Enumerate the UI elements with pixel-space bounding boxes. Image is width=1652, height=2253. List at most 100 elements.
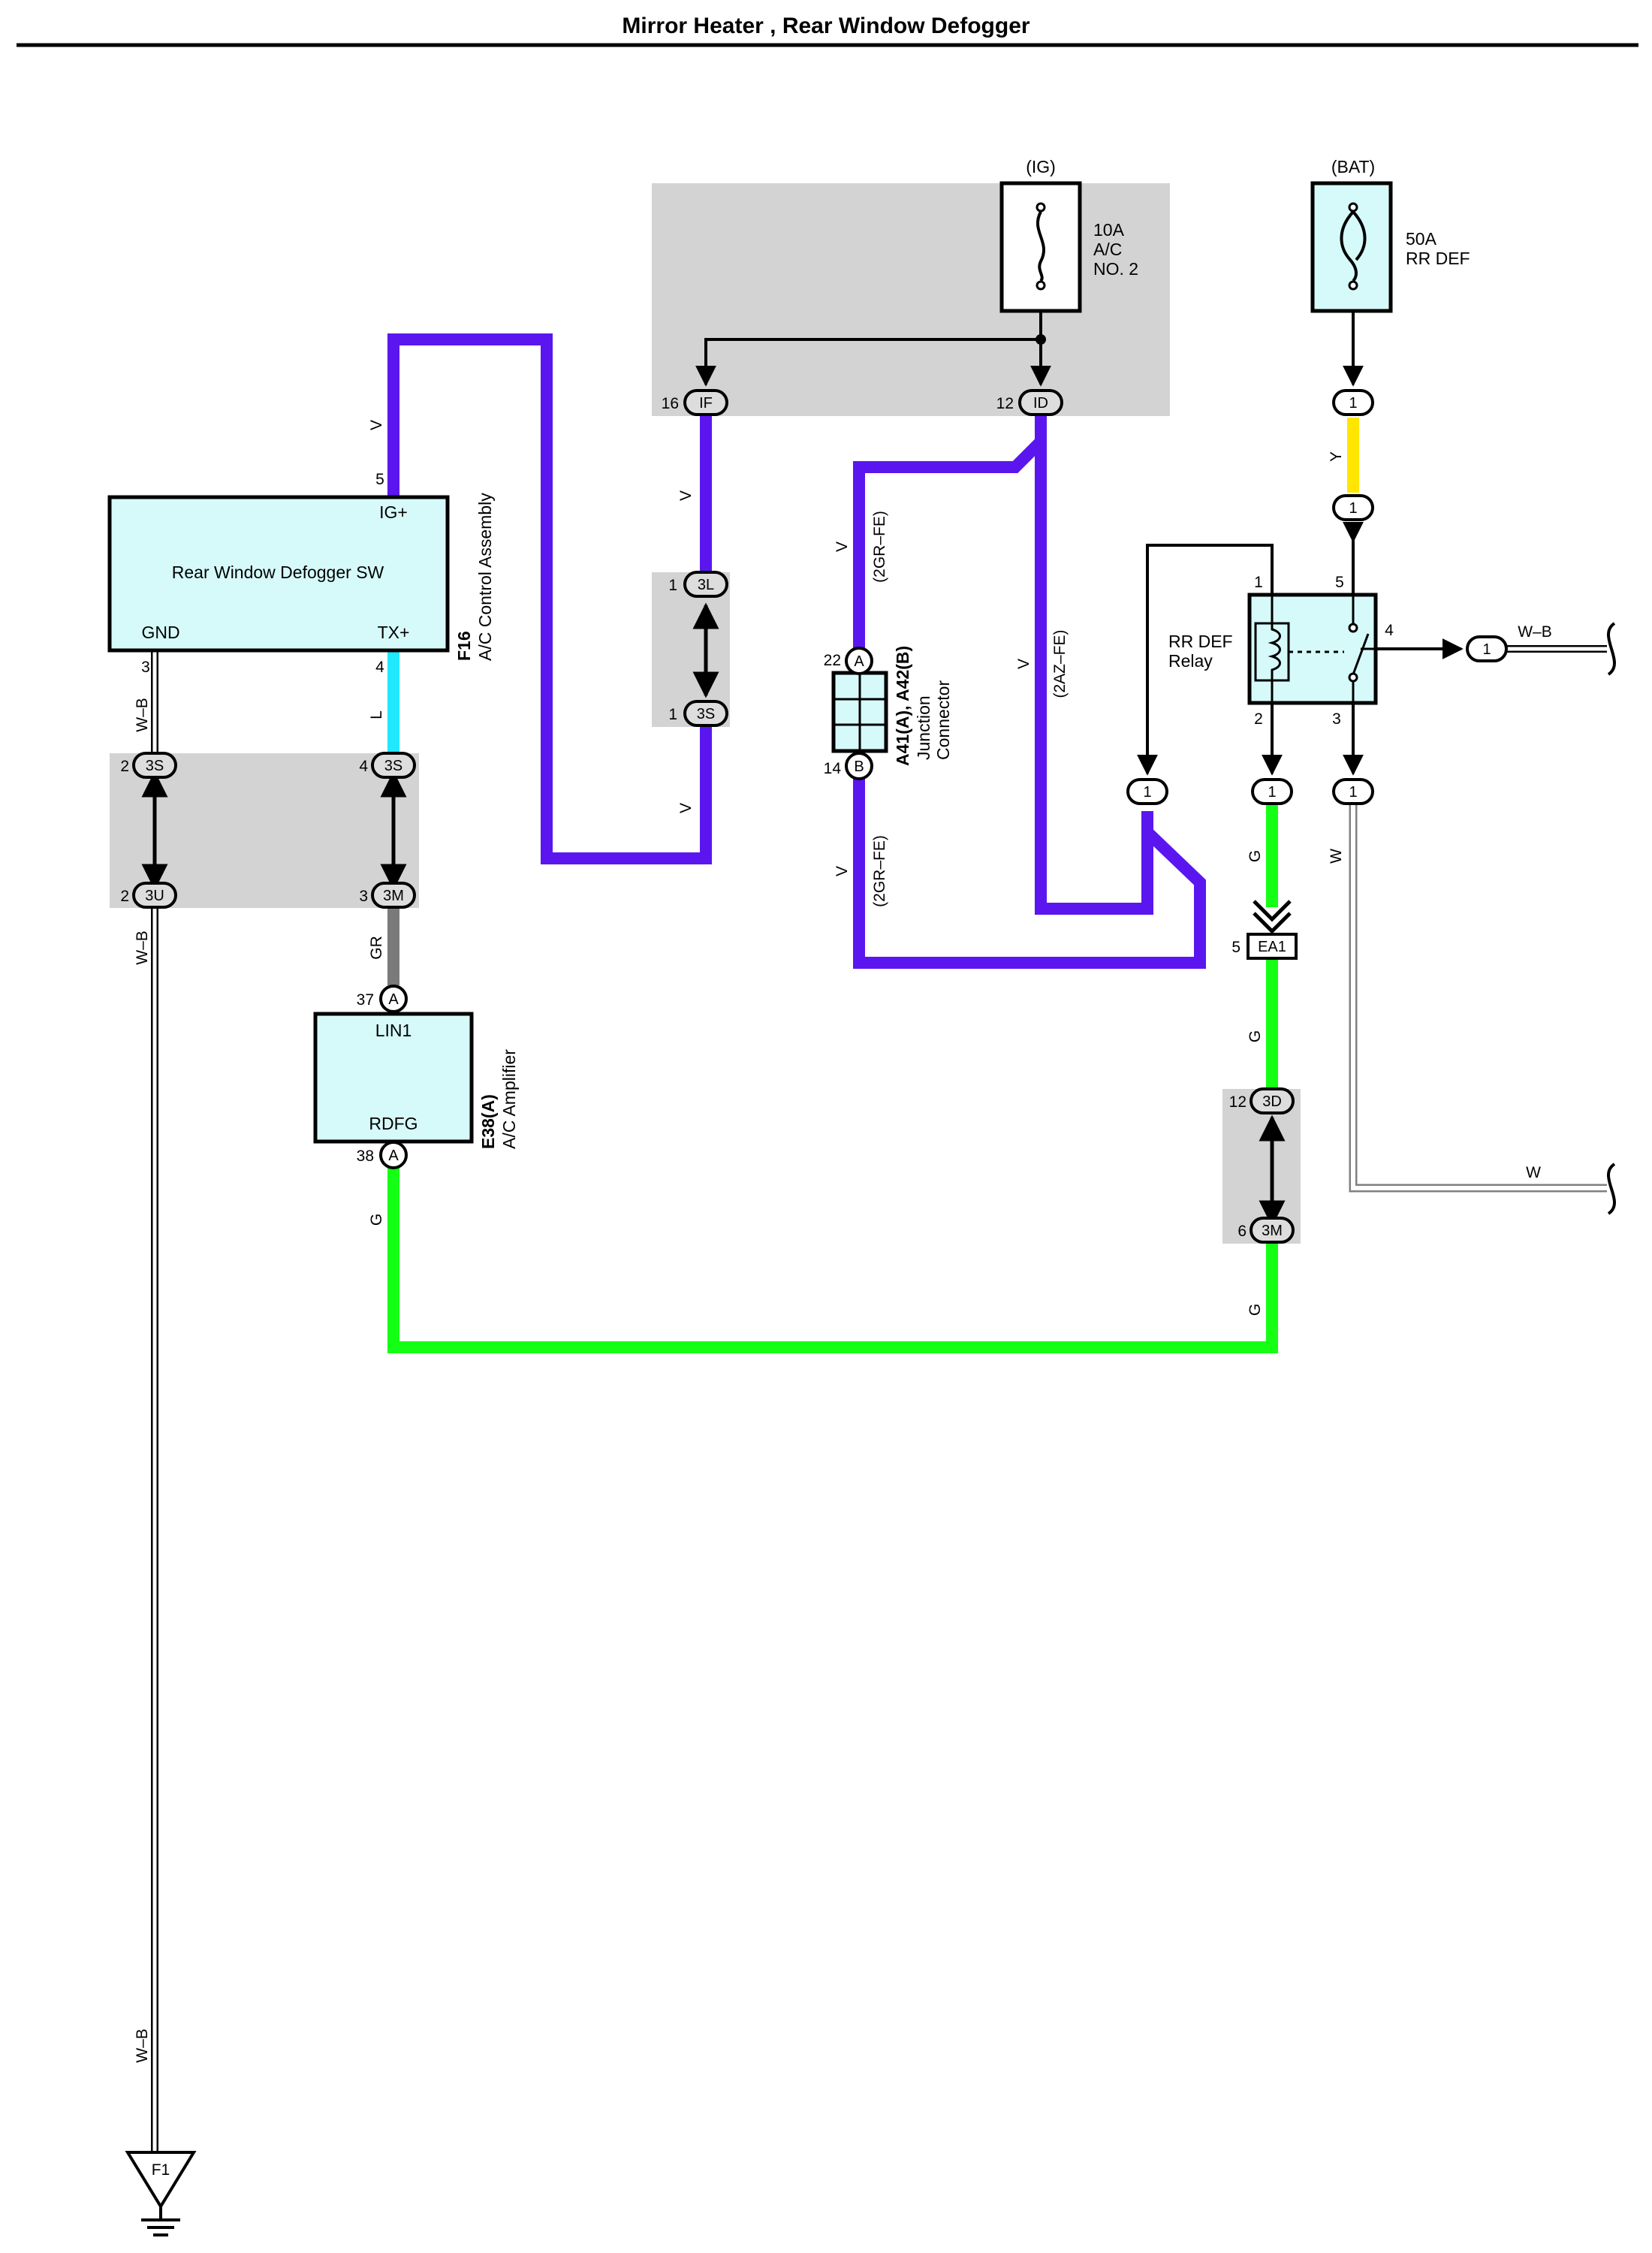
svg-text:A: A [854, 653, 864, 670]
svg-text:IF: IF [699, 395, 713, 412]
connector-3l-pin: 1 [668, 577, 677, 594]
relay-name-2: Relay [1168, 651, 1213, 671]
connector-3u: 3U [132, 882, 177, 909]
defogger-sw-pin-ig: IG+ [379, 502, 408, 522]
wire-label-v-6: V [1015, 659, 1032, 669]
wire-label-gr-fe-2: (2GR–FE) [871, 835, 888, 907]
junction-connector-desc-1: Junction [914, 695, 933, 760]
svg-text:B: B [854, 759, 864, 775]
wire-label-v-3: V [677, 803, 695, 813]
fuse-bat-rating: 50A [1406, 229, 1437, 249]
wire-violet-sw-feed [387, 333, 712, 864]
page-title: Mirror Heater , Rear Window Defogger [622, 14, 1029, 38]
wire-label-g-2: G [1247, 850, 1264, 862]
connector-if: IF [683, 389, 728, 416]
connector-relay-pin3: 1 [1332, 778, 1374, 805]
wire-label-wb-2: W–B [134, 930, 151, 965]
wire-label-v-5: V [834, 866, 851, 876]
connector-3m-right: 3M [1250, 1217, 1295, 1244]
connector-3s-upper-pin: 1 [668, 706, 677, 723]
connector-bat-upper: 1 [1332, 389, 1374, 416]
svg-text:3M: 3M [383, 888, 404, 904]
relay-pin-2: 2 [1254, 710, 1263, 728]
defogger-sw-pin-gnd: GND [141, 623, 179, 642]
svg-text:3M: 3M [1262, 1223, 1283, 1239]
relay-pin-3: 3 [1332, 710, 1341, 728]
wire-label-az-fe: (2AZ–FE) [1051, 629, 1069, 698]
wire-label-v-2: V [677, 490, 695, 501]
connector-relay-coil: 1 [1126, 778, 1168, 805]
connector-3m-left-pin: 3 [359, 888, 368, 905]
svg-text:1: 1 [1349, 784, 1357, 801]
defogger-sw-label: Rear Window Defogger SW [172, 562, 384, 582]
defogger-sw-pin-ig-no: 5 [375, 471, 384, 488]
junction-box-top [652, 183, 1170, 416]
wire-label-w-2: W [1526, 1164, 1541, 1181]
fuse-rr-def [1310, 181, 1393, 313]
wire-label-v-1: V [368, 420, 385, 430]
connector-a-37: A [379, 985, 408, 1013]
ac-amplifier-desc: A/C Amplifier [499, 1049, 519, 1149]
ground-symbol [125, 2151, 197, 2236]
relay-pin-1: 1 [1254, 574, 1263, 591]
connector-relay-pin4: 1 [1466, 635, 1508, 662]
wire-violet-id-relay [1035, 403, 1153, 915]
svg-text:1: 1 [1349, 500, 1357, 517]
connector-id-pin: 12 [996, 395, 1014, 412]
wire-label-gr-fe-1: (2GR–FE) [871, 511, 888, 583]
connector-ea1-pin: 5 [1231, 939, 1241, 956]
relay-pin-4: 4 [1385, 622, 1394, 639]
defogger-sw-pin-gnd-no: 3 [141, 659, 150, 676]
connector-if-pin: 16 [662, 395, 679, 412]
relay-name-1: RR DEF [1168, 632, 1233, 651]
wire-label-gr: GR [368, 936, 385, 960]
wire-label-g-3: G [1247, 1030, 1264, 1042]
ac-amplifier-pin-lin-no: 37 [357, 991, 374, 1009]
connector-3m-right-pin: 6 [1237, 1223, 1247, 1240]
wire-ig-fuse-split [695, 311, 1042, 387]
ac-amplifier-pin-rdfg-no: 38 [357, 1148, 374, 1165]
ground-code: F1 [152, 2161, 170, 2179]
splice-point [1036, 334, 1046, 345]
svg-text:3S: 3S [697, 706, 715, 722]
fuse-ig-name-2: NO. 2 [1093, 259, 1138, 279]
svg-text:1: 1 [1268, 784, 1276, 801]
defogger-sw-code: F16 [454, 631, 474, 661]
svg-text:ID: ID [1033, 395, 1048, 412]
wire-label-w-1: W [1328, 849, 1345, 864]
connector-3s-upper: 3S [683, 700, 728, 727]
svg-text:3L: 3L [698, 577, 714, 593]
ac-amplifier-pin-rdfg: RDFG [369, 1114, 418, 1133]
connector-3m-left: 3M [371, 882, 416, 909]
connector-3d: 3D [1250, 1087, 1295, 1114]
fuse-ig-rating: 10A [1093, 220, 1125, 240]
wire-label-wb-4: W–B [1518, 623, 1552, 641]
svg-text:3S: 3S [146, 758, 164, 774]
connector-3s-right: 3S [371, 752, 416, 779]
wire-break-w [1607, 1163, 1616, 1215]
svg-text:3S: 3S [384, 758, 402, 774]
rr-def-relay-symbol [1247, 593, 1378, 705]
svg-text:EA1: EA1 [1258, 939, 1286, 955]
rear-window-defogger-sw [107, 495, 450, 653]
svg-text:3D: 3D [1262, 1093, 1282, 1110]
wire-label-v-4: V [834, 541, 851, 552]
connector-junction-a: A [845, 647, 873, 675]
svg-text:3U: 3U [145, 888, 164, 904]
defogger-sw-pin-tx-no: 4 [375, 659, 384, 676]
wire-label-wb-3: W–B [134, 2028, 151, 2063]
wire-label-wb-1: W–B [134, 698, 151, 732]
connector-3l: 3L [683, 571, 728, 598]
relay-pin-5: 5 [1335, 574, 1344, 591]
defogger-sw-desc: A/C Control Assembly [475, 493, 495, 661]
junction-connector-pin-b: 14 [824, 760, 842, 777]
fuse-ig-source: (IG) [1026, 157, 1056, 176]
svg-text:1: 1 [1143, 784, 1151, 801]
connector-id: ID [1018, 389, 1063, 416]
connector-3u-pin: 2 [120, 888, 129, 905]
connector-ea1: EA1 [1247, 900, 1298, 960]
wire-violet-junction-bottom [853, 766, 1206, 969]
wire-violet-junction-top [853, 437, 1045, 658]
wire-green-3m-amp [387, 1163, 1278, 1353]
junction-connector-desc-2: Connector [933, 680, 953, 760]
